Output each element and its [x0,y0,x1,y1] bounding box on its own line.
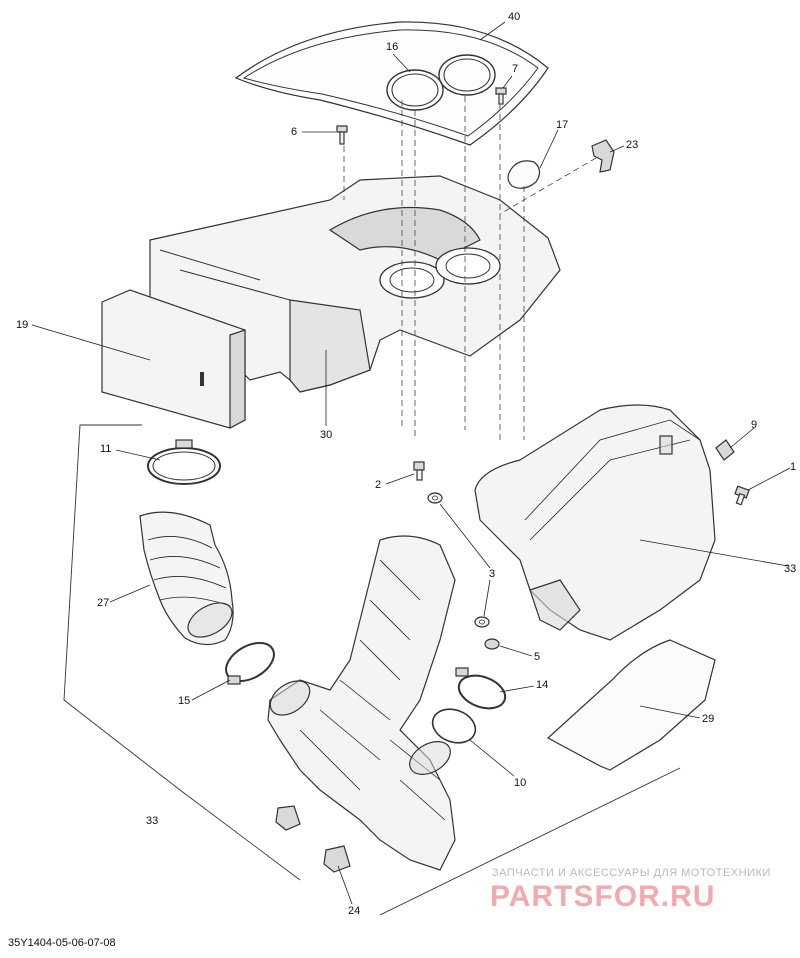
part-3-washer [427,492,490,628]
watermark-caption: ЗАПЧАСТИ И АКСЕССУАРЫ ДЛЯ МОТОТЕХНИКИ [492,867,771,879]
callout-10: 10 [514,777,526,789]
callout-2: 2 [375,479,381,491]
part-27-flex-duct [139,511,234,646]
part-11-clamp [147,439,221,485]
intake-duct [267,535,456,871]
callout-23: 23 [626,139,638,151]
part-10-oring [431,708,477,744]
callout-7: 7 [512,63,518,75]
callout-9: 9 [751,419,757,431]
part-17-seal [507,160,541,189]
reference-code: 35Y1404-05-06-07-08 [8,937,116,949]
callout-labels: 40 16 7 6 17 23 19 30 11 2 9 1 33 27 3 5… [16,11,796,917]
callout-11: 11 [100,443,111,455]
part-14-clamp [455,667,507,710]
part-30-airbox-upper [149,175,561,393]
callout-3: 3 [489,568,495,580]
callout-5: 5 [534,651,540,663]
part-7-screw [495,87,507,105]
assembly-frame [63,424,681,916]
callout-33-frame: 33 [146,815,158,827]
part-19-air-filter [101,289,246,429]
alignment-lines [343,96,597,440]
callout-6: 6 [291,126,297,138]
leader-lines [31,21,791,905]
callout-40: 40 [508,11,520,23]
part-29-foam-pad [546,639,716,771]
callout-15: 15 [178,695,190,707]
callout-24: 24 [348,905,360,917]
callout-16: 16 [386,41,398,53]
callout-17: 17 [556,119,568,131]
part-6-screw [336,125,348,145]
callout-29: 29 [702,713,714,725]
callout-27: 27 [97,597,109,609]
callout-19: 19 [16,319,28,331]
part-1-screw [734,485,750,506]
callout-33-cover: 33 [784,563,796,575]
watermark: ЗАПЧАСТИ И АКСЕССУАРЫ ДЛЯ МОТОТЕХНИКИ PA… [490,867,771,913]
part-2-screw [413,461,425,481]
part-15-clamp [225,642,275,685]
watermark-logo: PARTSFOR.RU [490,880,715,913]
callout-30: 30 [320,429,332,441]
part-5-nut [484,638,500,650]
callout-1: 1 [790,461,796,473]
callout-14: 14 [536,679,548,691]
part-40-gasket [234,21,549,146]
part-33-airbox-cover [474,404,716,641]
part-9-clip [715,439,735,461]
part-24-grommet [275,805,351,873]
part-23-clip [591,139,615,173]
